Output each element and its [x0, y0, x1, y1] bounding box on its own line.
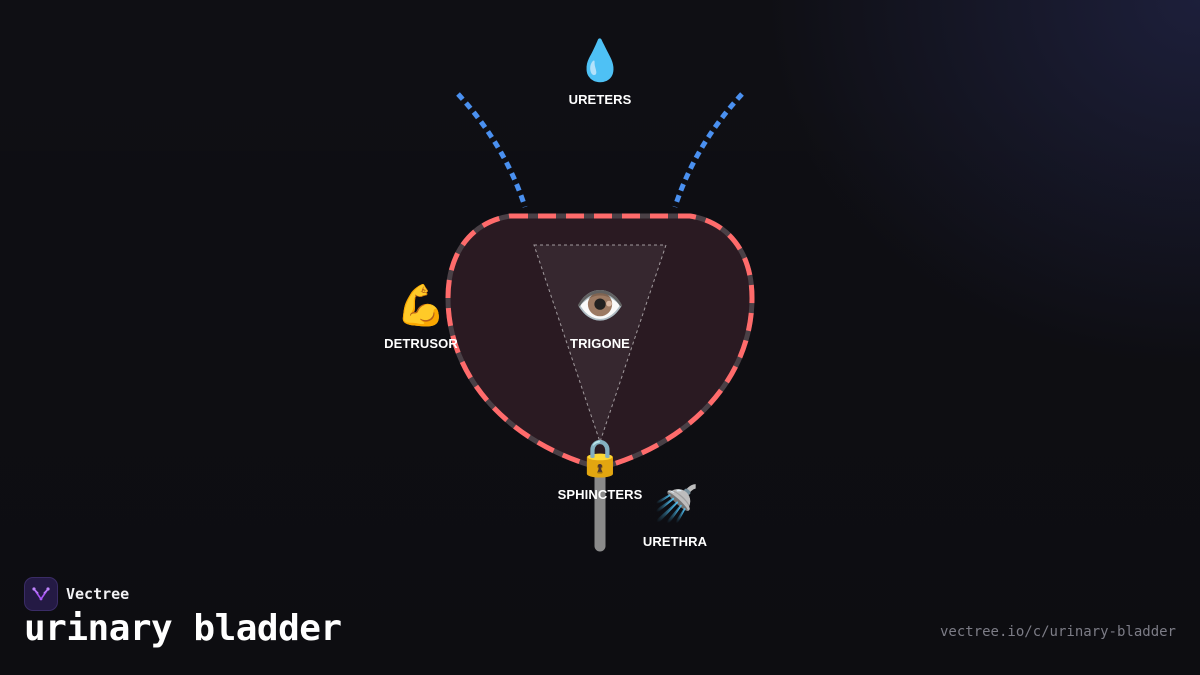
page-url[interactable]: vectree.io/c/urinary-bladder: [939, 624, 1176, 640]
eye-icon: 👁️: [575, 283, 625, 329]
bladder-outline: [445, 213, 755, 471]
trigone-label: TRIGONE: [570, 336, 630, 351]
flexed-bicep-icon: 💪: [396, 283, 446, 329]
brand-name: Vectree: [66, 585, 130, 603]
left-ureter: [456, 92, 528, 208]
brand[interactable]: Vectree: [24, 577, 129, 611]
water-drop-icon: 💧: [575, 38, 625, 84]
vectree-logo-icon: [24, 577, 58, 611]
urethra-label: URETHRA: [642, 534, 708, 549]
ureters-label: URETERS: [568, 92, 632, 107]
lock-icon: 🔒: [577, 438, 623, 479]
shower-icon: 🚿: [653, 484, 699, 525]
detrusor-label: DETRUSOR: [384, 336, 458, 351]
right-ureter: [672, 92, 744, 208]
sphincters-label: SPHINCTERS: [557, 487, 643, 502]
page-title: urinary bladder: [24, 608, 342, 649]
trigone-region: [533, 244, 667, 444]
